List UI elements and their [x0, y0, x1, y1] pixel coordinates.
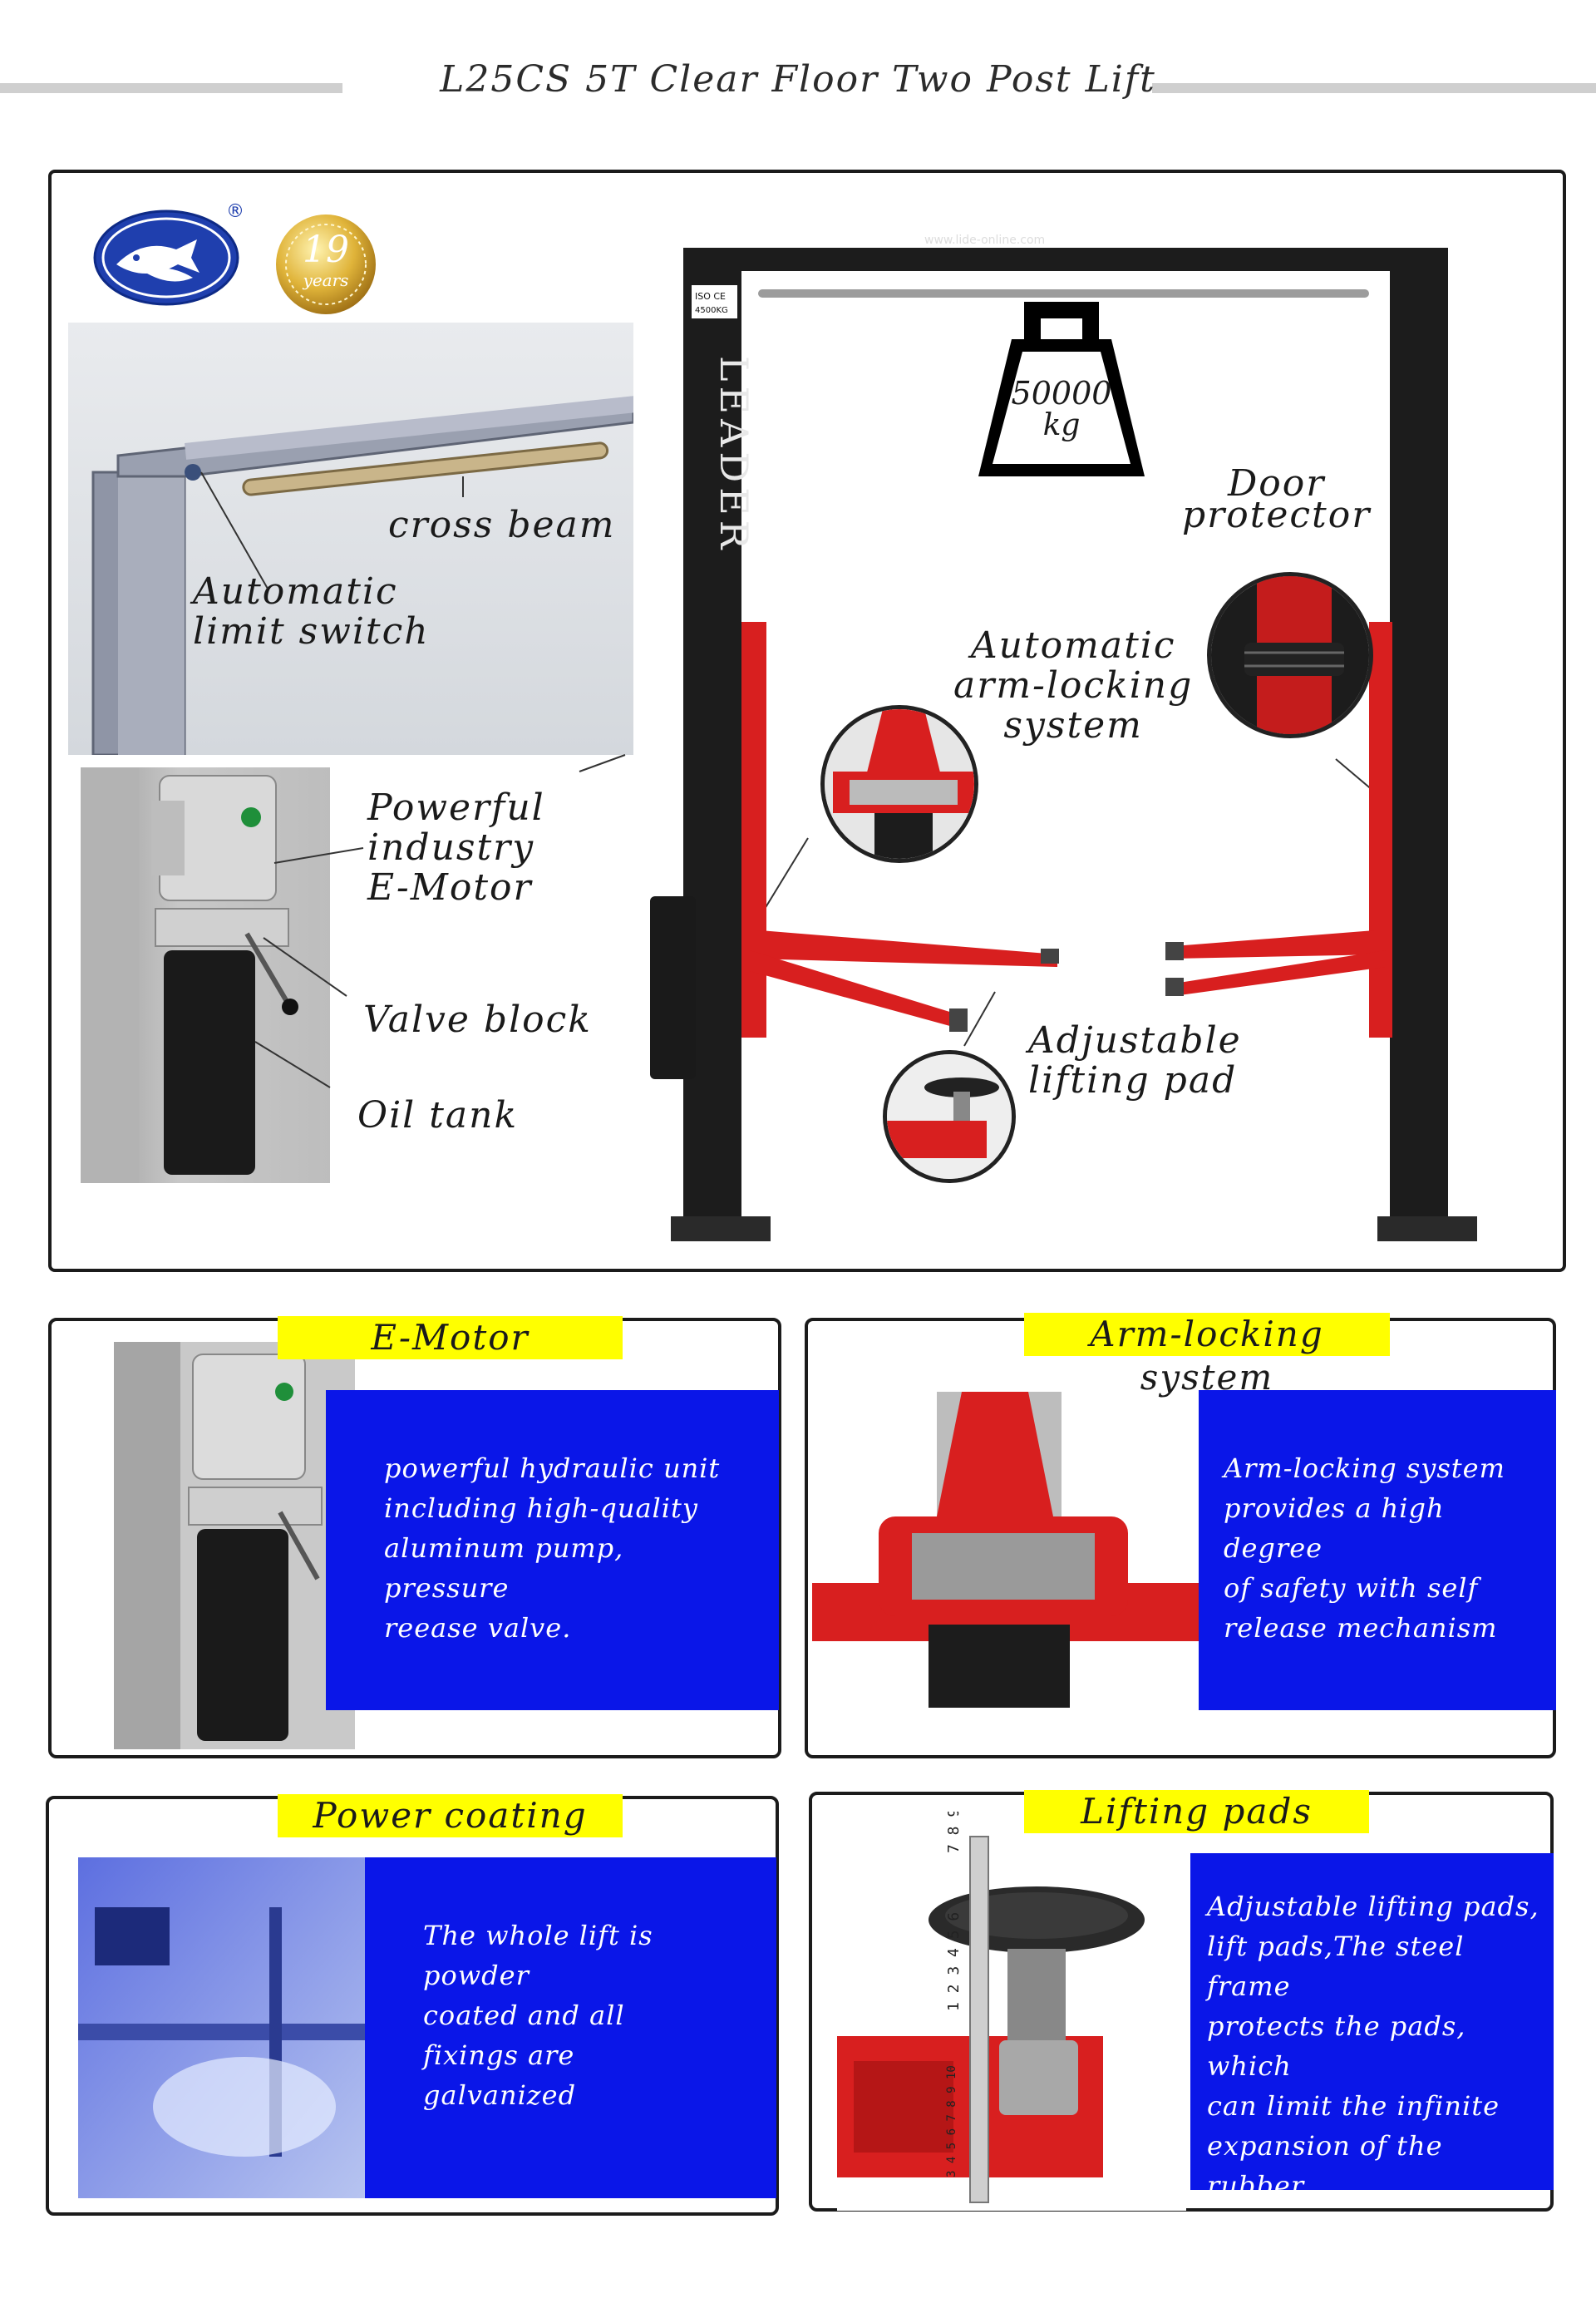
beam-url: www.lide-online.com — [924, 234, 1045, 247]
lifting-pad-photo: 7 8 9 1 2 3 4 5 6 3 4 5 6 7 8 9 10 — [837, 1812, 1186, 2211]
header-rule-left — [0, 83, 342, 93]
badge-word: years — [303, 270, 349, 290]
registered-mark: ® — [226, 201, 244, 222]
panel-lifting-pads-label: Lifting pads — [1024, 1790, 1369, 1833]
callout-lifting-pad: Adjustable lifting pad — [1028, 1019, 1242, 1102]
panel-armlock-text: Arm-locking system provides a high degre… — [1224, 1452, 1505, 1644]
emotor-photo — [114, 1342, 355, 1749]
panel-armlock-description: Arm-locking system provides a high degre… — [1199, 1390, 1556, 1710]
callout-oil-tank: Oil tank — [357, 1094, 519, 1137]
page-title: L25CS 5T Clear Floor Two Post Lift — [440, 58, 1156, 101]
panel-lifting-pads: 7 8 9 1 2 3 4 5 6 3 4 5 6 7 8 9 10 Lifti… — [809, 1790, 1554, 2281]
panel-emotor: E-Motor powerful hydraulic unit includin… — [48, 1316, 781, 1758]
panel-coating-label: Power coating — [278, 1794, 623, 1837]
panel-coating: Power coating The whole lift is powder c… — [46, 1794, 779, 2216]
two-post-lift-illustration: www.lide-online.com LEADER ISO CE 4500KG — [650, 234, 1477, 1241]
panel-armlock: Arm-locking system Arm-locking system pr… — [805, 1313, 1556, 1758]
anniversary-badge: 19 years — [272, 210, 380, 318]
panel-emotor-label: E-Motor — [278, 1316, 623, 1359]
callout-cross-beam: cross beam — [388, 504, 616, 546]
callout-door-protector: Door protector — [1182, 462, 1372, 536]
weight-value: 50000 — [1011, 375, 1112, 412]
post-badge-top: ISO CE — [695, 291, 726, 302]
badge-number: 19 — [303, 229, 349, 271]
weight-capacity-icon: 50000 kg — [966, 293, 1157, 485]
arm-lock-inset — [820, 705, 978, 863]
panel-lifting-pads-description: Adjustable lifting pads, lift pads,The s… — [1190, 1853, 1554, 2281]
callout-motor: Powerful industry E-Motor — [367, 787, 545, 909]
hydraulic-unit-photo — [81, 767, 330, 1183]
panel-coating-description: The whole lift is powder coated and all … — [365, 1857, 776, 2198]
leader-lines — [200, 471, 1391, 1088]
header-rule-right — [1152, 83, 1596, 93]
lifting-pad-inset — [883, 1050, 1016, 1183]
callout-arm-locking: Automatic arm-locking system — [953, 624, 1194, 747]
post-brand: LEADER — [712, 356, 756, 554]
weight-unit: kg — [1042, 408, 1081, 442]
ruler-mid-marks: 1 2 3 4 5 6 — [945, 1911, 963, 2011]
armlock-photo — [812, 1392, 1203, 1708]
product-overview: ® 19 years — [48, 170, 1566, 1272]
panel-emotor-description: powerful hydraulic unit including high-q… — [326, 1390, 779, 1710]
panel-armlock-label: Arm-locking system — [1024, 1313, 1390, 1398]
door-protector-inset — [1207, 572, 1373, 738]
panel-emotor-text: powerful hydraulic unit including high-q… — [384, 1452, 721, 1644]
coating-photo — [78, 1857, 365, 2198]
panel-lifting-pads-text: Adjustable lifting pads, lift pads,The s… — [1207, 1891, 1539, 2281]
panel-coating-text: The whole lift is powder coated and all … — [423, 1920, 653, 2111]
ruler-low-marks: 3 4 5 6 7 8 9 10 — [945, 2065, 958, 2177]
post-badge-bottom: 4500KG — [695, 306, 728, 315]
brand-fish-logo: ® — [93, 201, 244, 306]
crossbeam-render — [68, 323, 650, 757]
callout-valve-block: Valve block — [363, 999, 592, 1041]
callout-limit-switch: Automatic limit switch — [193, 570, 430, 653]
ruler-top-marks: 7 8 9 — [945, 1812, 963, 1853]
